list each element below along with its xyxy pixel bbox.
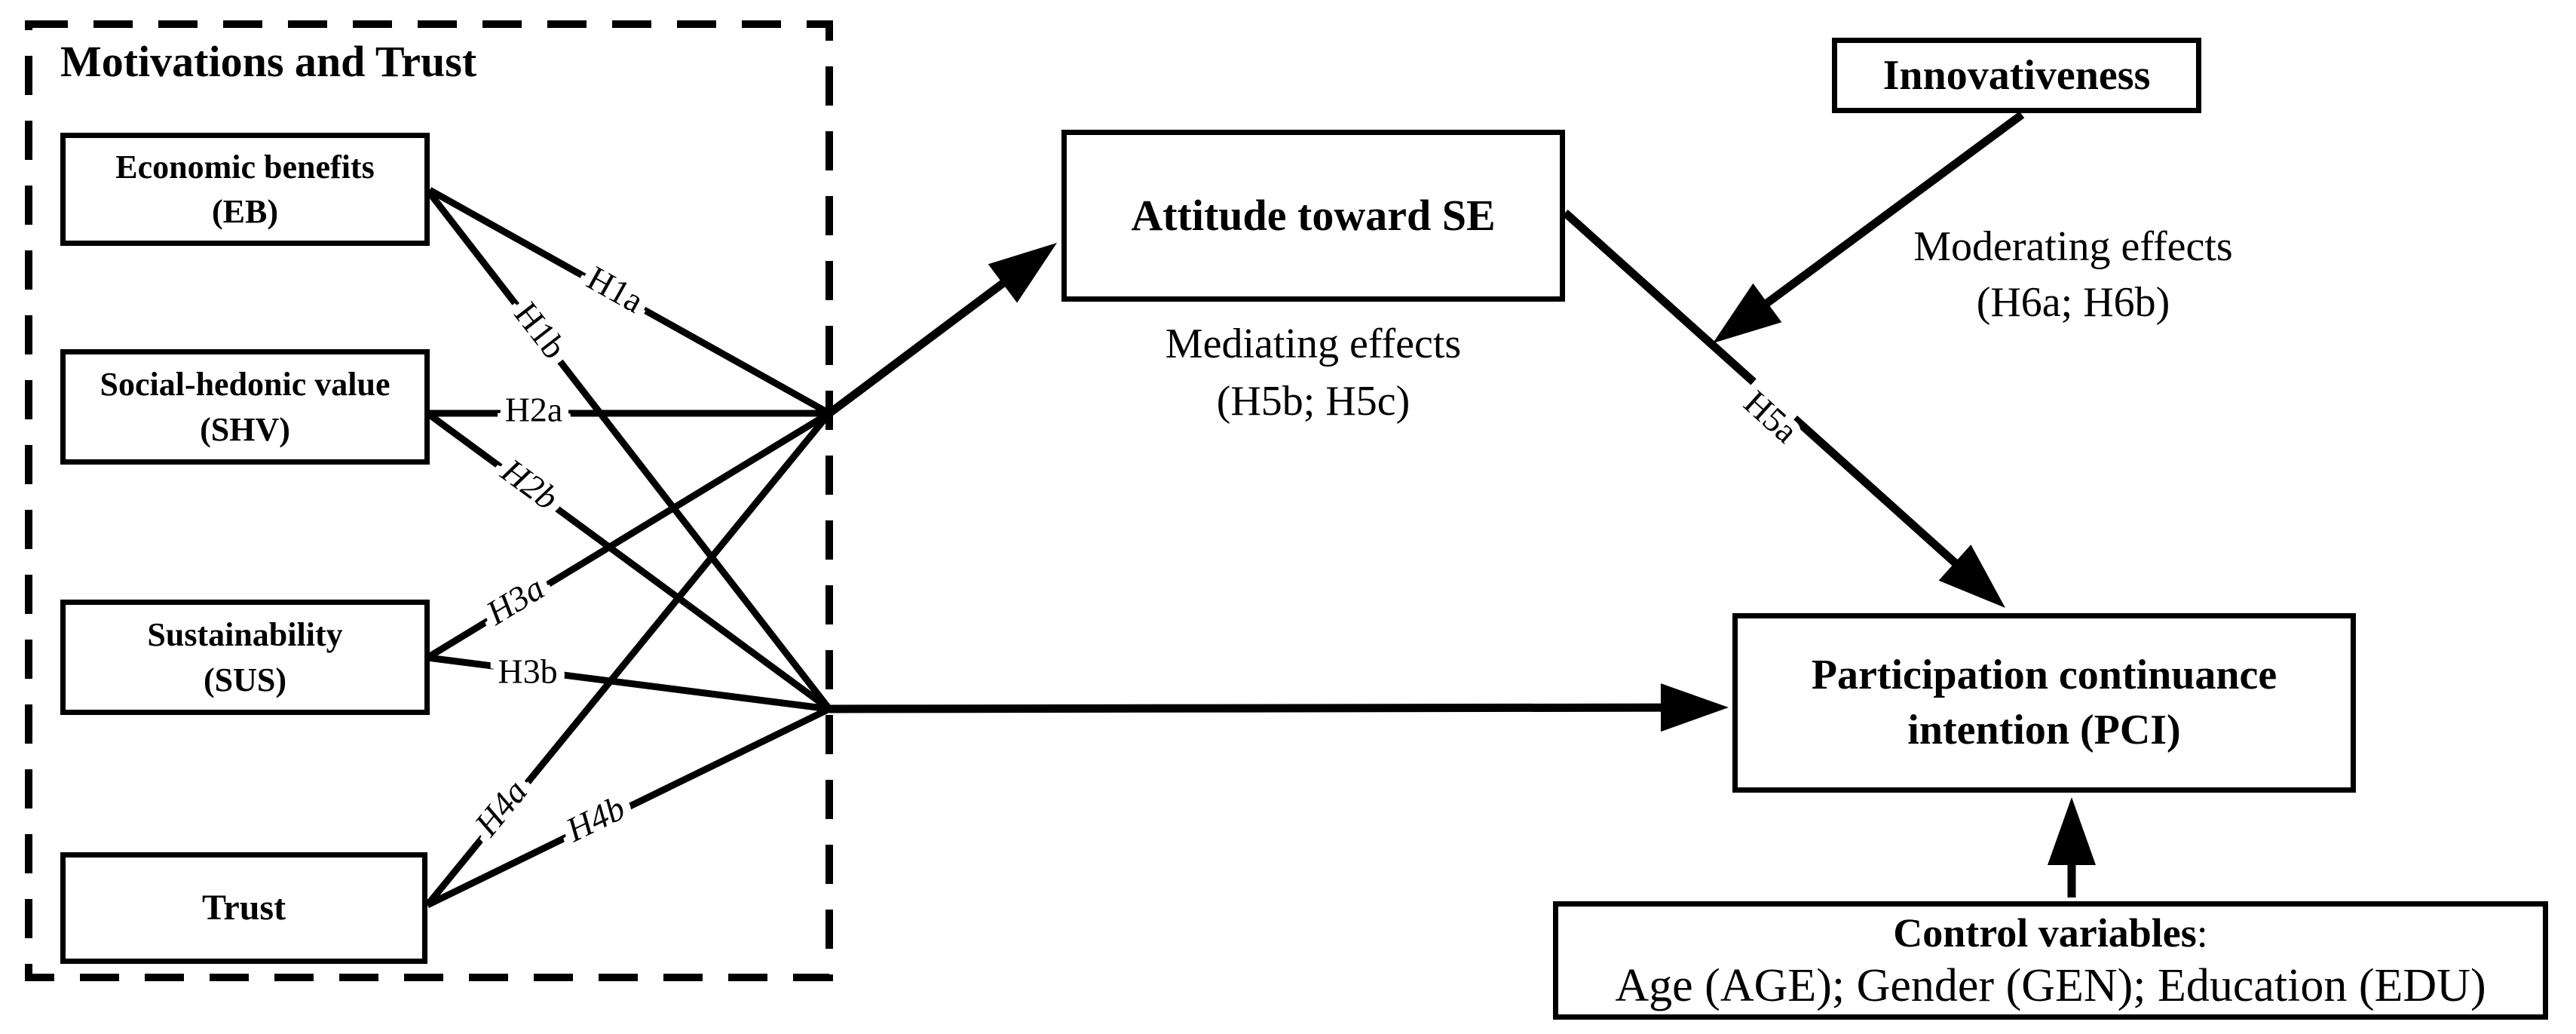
- arrow-moderating: [1750, 111, 2025, 318]
- moderating-effects-line1: Moderating effects: [1913, 223, 2233, 270]
- box-economic-benefits: Economic benefits (EB): [60, 133, 430, 246]
- hypothesis-path-4: [425, 410, 832, 661]
- box-social-hedonic-value: Social-hedonic value (SHV): [60, 349, 430, 465]
- arrow-to-attitude-head: [988, 243, 1057, 303]
- mediating-effects-annotation: Mediating effects (H5b; H5c): [1080, 315, 1547, 430]
- box-trust-line1: Trust: [201, 887, 286, 928]
- arrow-to-pci-head: [1660, 683, 1729, 732]
- arrow-to-pci: [829, 703, 1680, 713]
- box-trust: Trust: [60, 852, 427, 964]
- box-pci-line1: Participation continuance: [1811, 652, 2277, 699]
- box-attitude-toward-se: Attitude toward SE: [1061, 130, 1565, 302]
- box-sustainability-line1: Sustainability: [147, 616, 343, 654]
- arrow-h5a-head: [1938, 545, 2005, 608]
- motivations-group-border: [25, 20, 833, 981]
- arrow-control-to-pci-head: [2048, 797, 2096, 865]
- box-social-hedonic-value-line2: (SHV): [200, 410, 290, 448]
- arrow-moderating-head: [1713, 283, 1782, 343]
- group-title: Motivations and Trust: [60, 37, 477, 86]
- control-variables-title-bold: Control variables: [1893, 910, 2197, 956]
- hypothesis-path-7: [426, 705, 831, 909]
- arrow-to-attitude: [826, 268, 1021, 417]
- mediating-effects-line1: Mediating effects: [1165, 321, 1462, 367]
- edge-label-h2a: H2a: [505, 391, 563, 429]
- box-economic-benefits-line2: (EB): [212, 193, 278, 230]
- edge-label-h5a: H5a: [1737, 383, 1806, 450]
- control-variables-colon: :: [2196, 910, 2208, 956]
- control-variables-title: Control variables:: [1893, 908, 2208, 959]
- hypothesis-path-0: [427, 187, 832, 416]
- mediating-effects-line2: (H5b; H5c): [1216, 378, 1411, 425]
- box-innovativeness-line1: Innovativeness: [1882, 51, 2151, 99]
- box-innovativeness: Innovativeness: [1832, 38, 2201, 113]
- box-control-variables: Control variables: Age (AGE); Gender (GE…: [1553, 901, 2548, 1020]
- box-sustainability: Sustainability (SUS): [60, 600, 430, 715]
- hypothesis-path-6: [424, 411, 832, 907]
- moderating-effects-line2: (H6a; H6b): [1976, 279, 2170, 326]
- control-variables-list: Age (AGE); Gender (GEN); Education (EDU): [1615, 959, 2486, 1011]
- box-pci-line2: intention (PCI): [1907, 707, 2181, 753]
- moderating-effects-annotation: Moderating effects (H6a; H6b): [1828, 219, 2318, 330]
- box-social-hedonic-value-line1: Social-hedonic value: [100, 366, 391, 403]
- hypothesis-path-5: [427, 654, 830, 713]
- box-sustainability-line2: (SUS): [203, 661, 287, 698]
- box-attitude-line1: Attitude toward SE: [1131, 191, 1496, 241]
- edge-label-h3b: H3b: [498, 652, 557, 691]
- arrow-h5a: [1562, 209, 1972, 578]
- box-participation-continuance-intention: Participation continuance intention (PCI…: [1732, 613, 2356, 793]
- hypothesis-path-1: [427, 191, 832, 711]
- hypothesis-path-3: [425, 410, 832, 712]
- box-economic-benefits-line1: Economic benefits: [115, 148, 375, 186]
- edge-label-h4b: H4b: [559, 788, 630, 849]
